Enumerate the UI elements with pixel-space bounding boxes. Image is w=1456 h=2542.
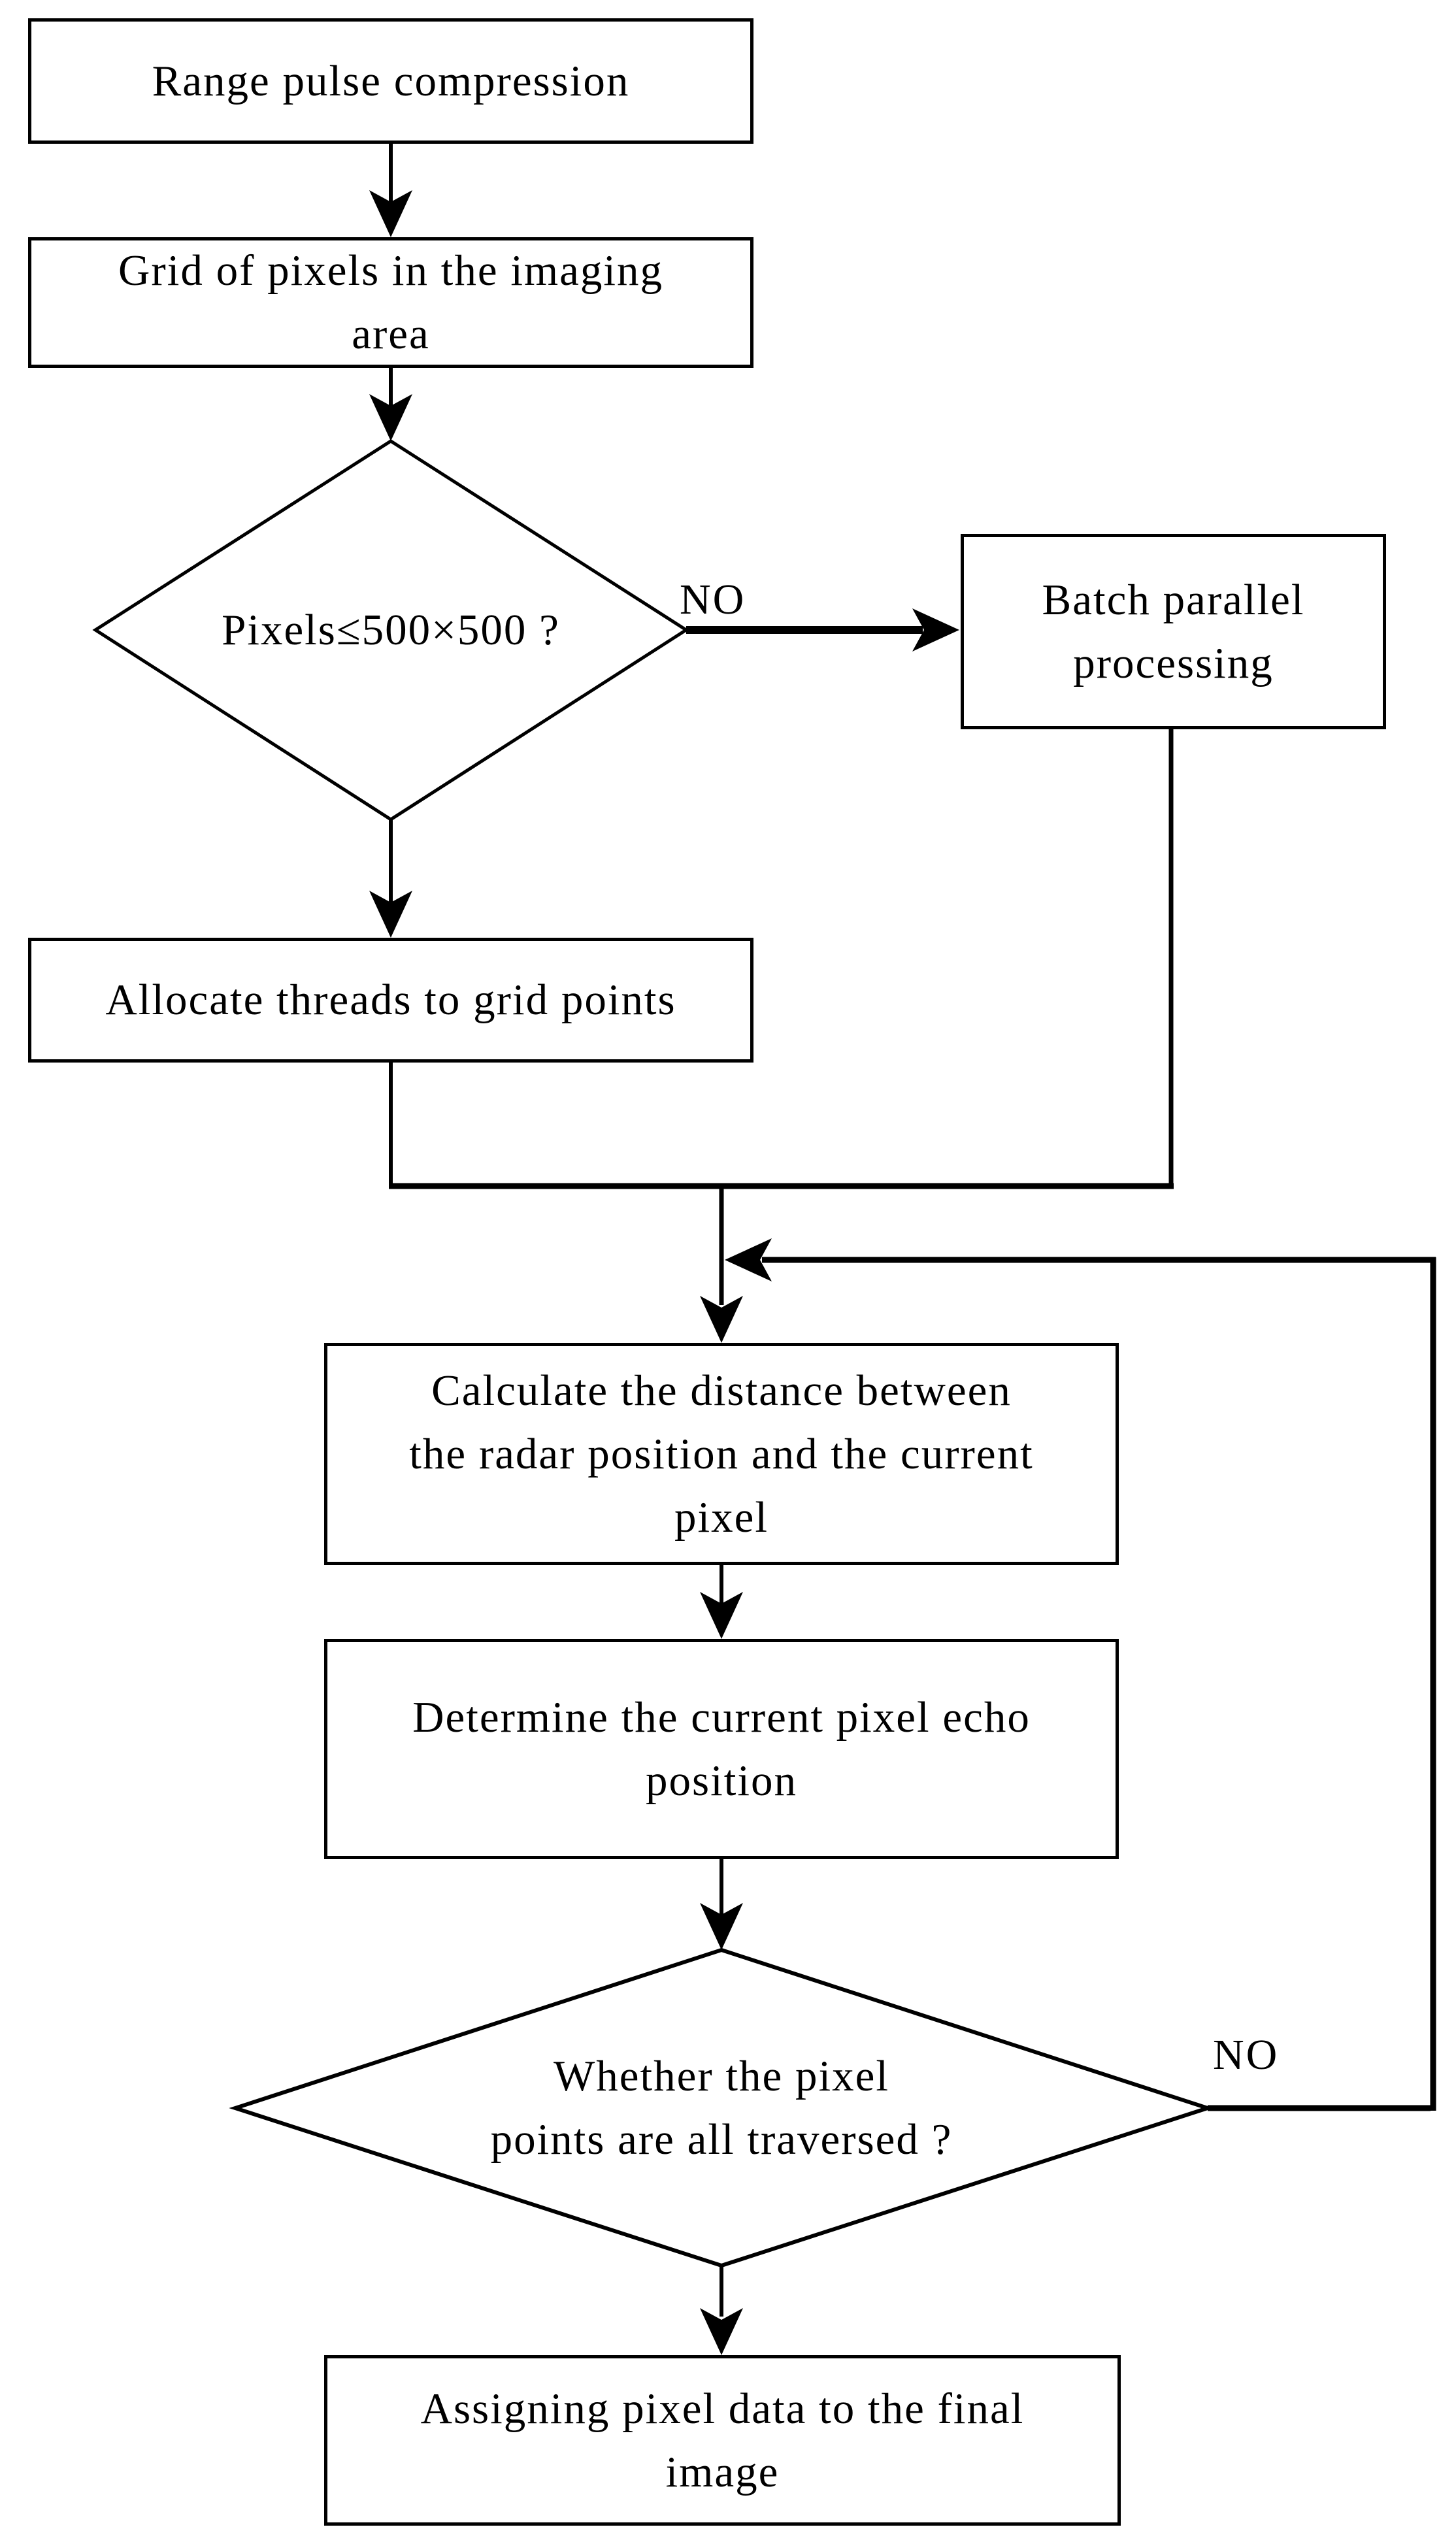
arrowhead-down-icon (369, 891, 412, 938)
node-label-line: area (352, 310, 430, 358)
node-label-line: processing (1073, 638, 1274, 687)
node-label: Allocate threads to grid points (105, 976, 676, 1024)
arrowhead-down-icon (700, 2308, 743, 2355)
node-label-line: Grid of pixels in the imaging (118, 246, 663, 295)
node-label-line: image (665, 2447, 780, 2496)
arrowhead-down-icon (369, 394, 412, 441)
node-label-line: Determine the current pixel echo (412, 1692, 1031, 1741)
node-label-line: Batch parallel (1042, 575, 1305, 624)
edge-label-no-batch: NO (680, 576, 746, 623)
node-calculate-distance: Calculate the distance between the radar… (324, 1343, 1119, 1565)
node-grid-of-pixels: Grid of pixels in the imaging area (28, 237, 753, 368)
decision-pixels-size: Pixels≤500×500 ? (95, 441, 686, 819)
decision-label-line: points are all traversed ? (490, 2115, 953, 2164)
decision-label: Pixels≤500×500 ? (222, 606, 560, 654)
node-batch-parallel-processing: Batch parallel processing (961, 534, 1386, 729)
arrowhead-down-icon (369, 190, 412, 237)
arrowhead-left-icon (725, 1238, 772, 1281)
decision-pixels-traversed: Whether the pixel points are all travers… (235, 1950, 1208, 2266)
node-label-line: the radar position and the current (409, 1429, 1034, 1478)
arrowhead-down-icon (700, 1903, 743, 1950)
edge-label-no-loop: NO (1213, 2031, 1280, 2079)
decision-label-line: Whether the pixel (554, 2051, 889, 2100)
node-label: Range pulse compression (152, 56, 630, 105)
node-allocate-threads: Allocate threads to grid points (28, 938, 753, 1063)
node-range-pulse-compression: Range pulse compression (28, 18, 753, 144)
arrowhead-right-icon (912, 608, 959, 652)
node-label-line: Calculate the distance between (431, 1366, 1012, 1415)
node-label-line: pixel (674, 1493, 769, 1542)
node-determine-echo-position: Determine the current pixel echo positio… (324, 1639, 1119, 1859)
node-assign-pixel-data: Assigning pixel data to the final image (324, 2355, 1121, 2526)
arrowhead-down-icon (700, 1592, 743, 1639)
node-label-line: position (646, 1756, 797, 1805)
node-label-line: Assigning pixel data to the final (420, 2384, 1025, 2433)
arrowhead-down-icon (700, 1296, 743, 1343)
